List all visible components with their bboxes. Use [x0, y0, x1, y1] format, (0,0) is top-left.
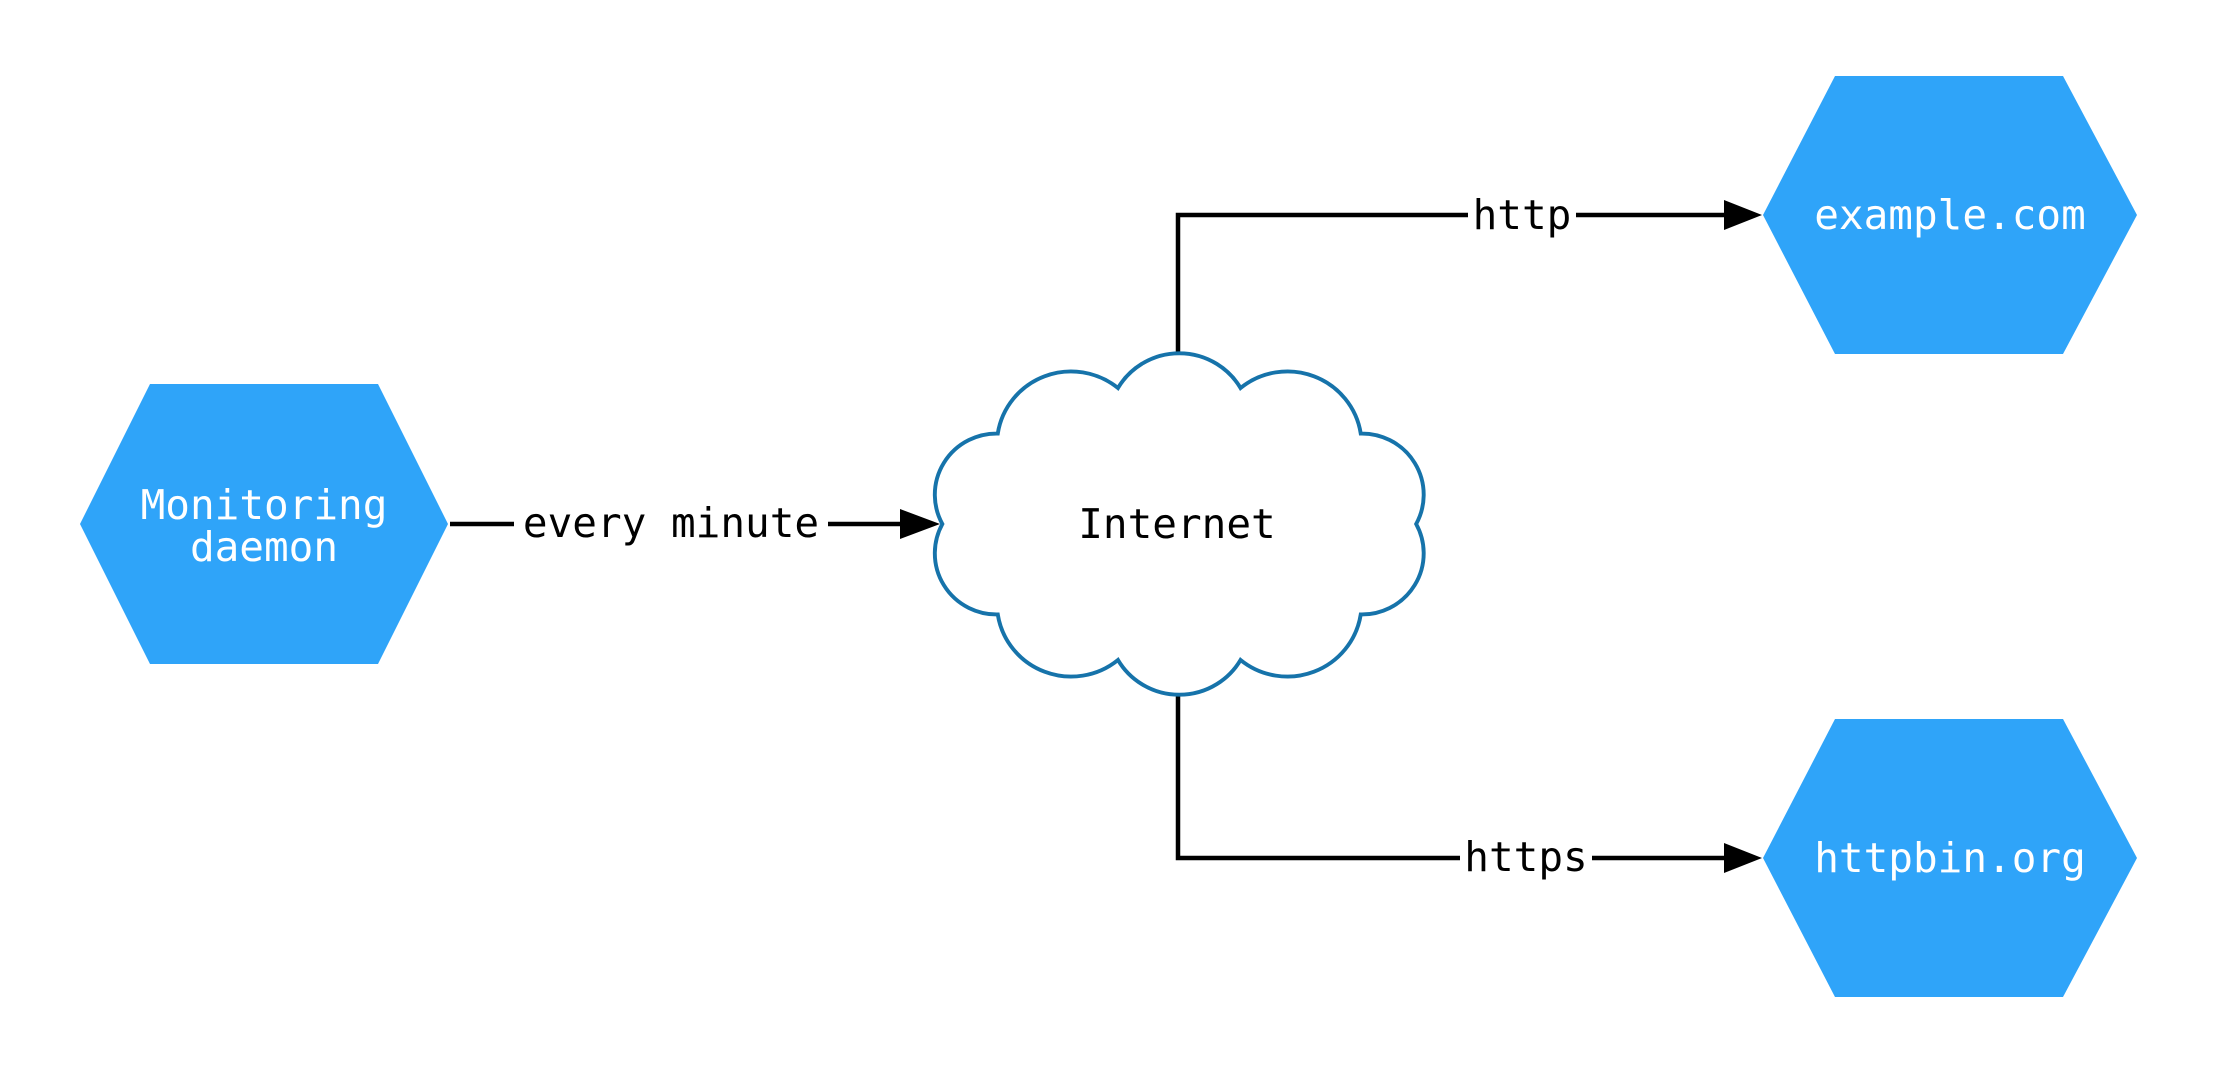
example-com-label: example.com	[1814, 191, 2086, 239]
edge-every-minute-arrowhead	[900, 509, 940, 539]
internet-cloud	[932, 351, 1426, 697]
edge-https-line	[1175, 654, 1724, 861]
https-label: https	[1464, 833, 1587, 881]
https-label-bg	[1460, 835, 1592, 881]
edge-https-arrowhead	[1724, 843, 1762, 873]
monitoring-daemon-hexagon	[80, 384, 448, 664]
monitoring-daemon-label-line1: Monitoring	[141, 481, 388, 529]
monitoring-daemon-label-line2: daemon	[190, 523, 338, 571]
edge-http-line	[1175, 212, 1724, 392]
http-label-bg	[1468, 192, 1576, 238]
httpbin-org-label: httpbin.org	[1814, 834, 2086, 882]
every-minute-label-bg	[514, 501, 828, 547]
internet-node	[932, 351, 1426, 697]
every-minute-label: every minute	[523, 499, 819, 547]
http-label: http	[1473, 191, 1572, 239]
internet-label: Internet	[1078, 500, 1275, 548]
httpbin-org-hexagon	[1763, 719, 2137, 997]
edge-http-arrowhead	[1724, 200, 1762, 230]
example-com-hexagon	[1763, 76, 2137, 354]
